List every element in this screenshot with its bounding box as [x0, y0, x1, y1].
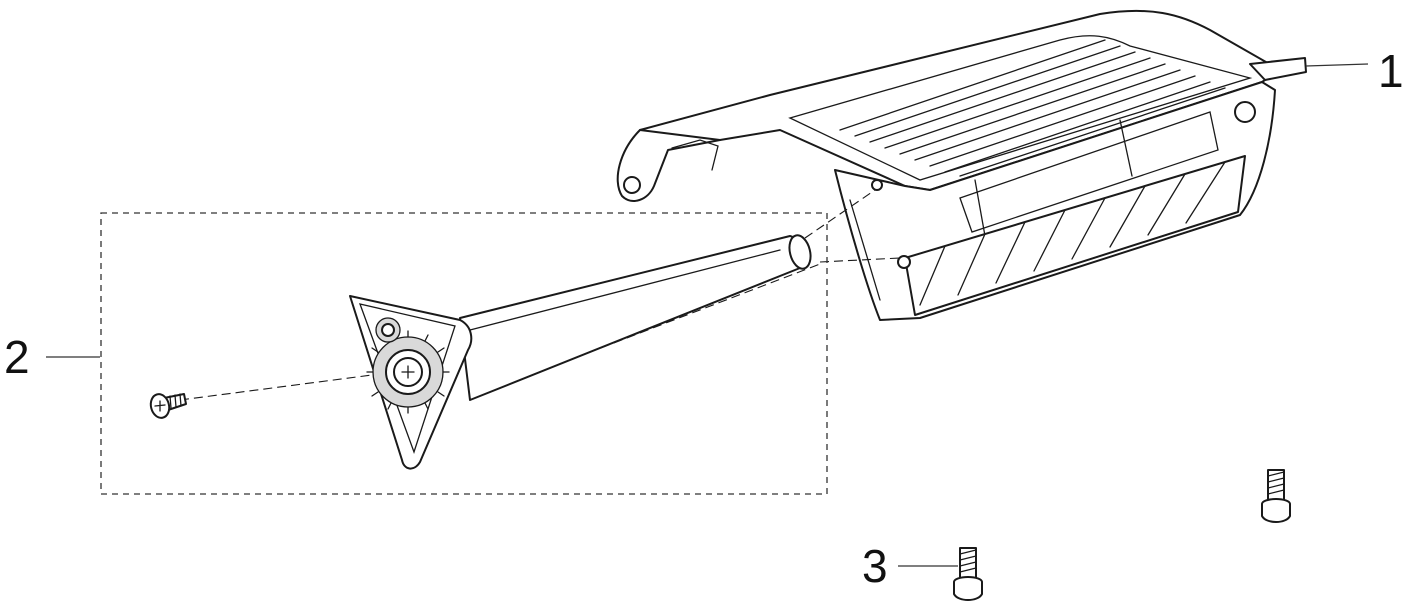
leader-line-1 [1305, 63, 1369, 67]
roller-gear [366, 330, 450, 414]
callout-number-2: 2 [4, 331, 30, 383]
cover-ridges [839, 39, 1226, 177]
cover-slats [919, 161, 1226, 306]
callout-number-3: 3 [862, 540, 888, 592]
callout-number-1: 1 [1378, 45, 1404, 97]
part-3-screw-right [1261, 469, 1291, 523]
part-2-group-box [100, 212, 828, 495]
part-2-roller-assembly [349, 234, 812, 470]
part-2-screw [149, 393, 187, 419]
part-3-screw-left [953, 547, 983, 601]
part-1-cover-housing [616, 9, 1307, 321]
